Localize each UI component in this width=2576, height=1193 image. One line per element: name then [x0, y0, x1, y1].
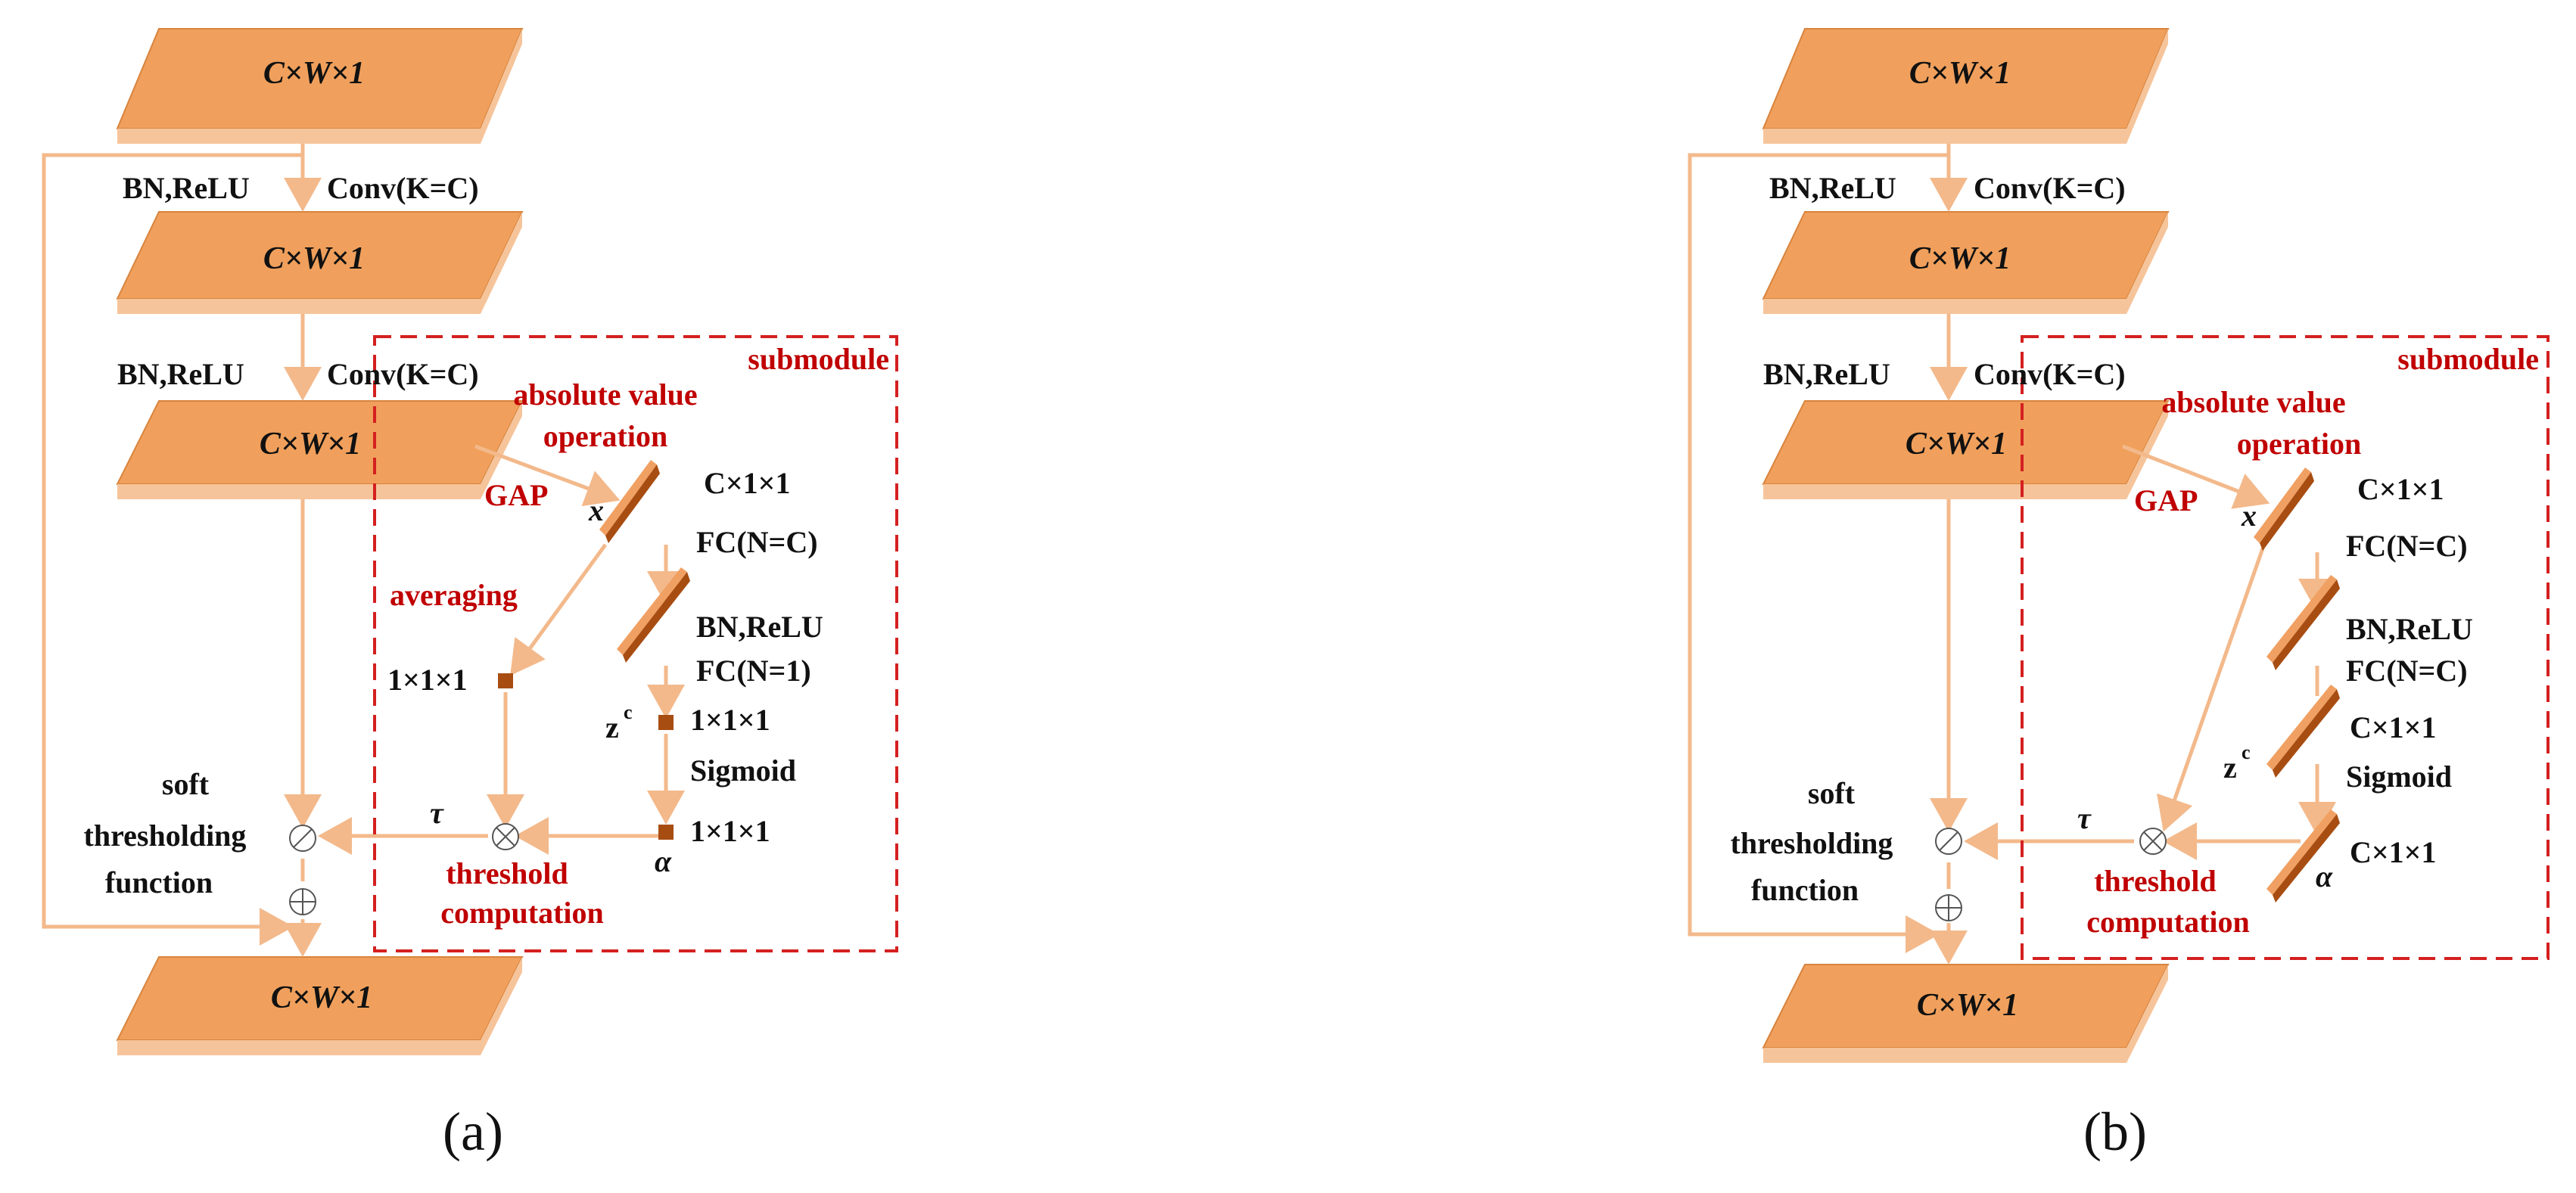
panel-b: C×W×1 C×W×1 C×W×1 C×W×1 [1688, 28, 2550, 1162]
add-operator [289, 888, 316, 915]
bn-relu-label: BN,ReLU [117, 357, 244, 391]
threshold-label: threshold [2094, 864, 2217, 898]
tensor-label: C×W×1 [271, 980, 372, 1015]
sigmoid-label: Sigmoid [2346, 760, 2452, 794]
conv-label: Conv(K=C) [327, 171, 479, 205]
gap-label: GAP [484, 478, 548, 512]
slab-gap [599, 460, 660, 543]
bn-relu-label: BN,ReLU [123, 171, 250, 205]
c11-label: C×1×1 [704, 466, 790, 500]
soft-label: soft [162, 767, 210, 801]
slab-fc1 [2266, 575, 2340, 670]
alpha-size-label: 1×1×1 [690, 814, 770, 848]
tensor-block-conv2: C×W×1 [116, 400, 524, 499]
submodule-box [373, 335, 898, 952]
tensor-label: C×W×1 [1906, 427, 2007, 461]
abs-value-label: absolute value [2161, 385, 2345, 419]
fc2-label: FC(N=1) [696, 654, 811, 688]
submodule-label: submodule [2397, 342, 2539, 376]
bn-relu-label: BN,ReLU [1769, 171, 1896, 205]
computation-label: computation [440, 896, 604, 930]
zc-label: z [2223, 750, 2237, 784]
abs-value-label-2: operation [543, 419, 667, 453]
main-arrows [42, 144, 685, 957]
bn-relu-label: BN,ReLU [2346, 612, 2473, 646]
submodule-label: submodule [748, 342, 889, 376]
zc-label: z [605, 710, 619, 744]
tensor-label: C×W×1 [263, 241, 365, 276]
zc-size-label: C×1×1 [2350, 710, 2436, 744]
caption-b: (b) [2083, 1101, 2147, 1162]
divide-operator [289, 825, 316, 852]
thresholding-label: thresholding [1731, 826, 1893, 860]
averaging-label: averaging [390, 578, 518, 612]
main-arrows [1688, 144, 2336, 965]
submodule-box [2021, 335, 2550, 960]
zc-superscript: c [2242, 741, 2251, 763]
x-symbol: x [2241, 499, 2257, 533]
tensor-label: C×W×1 [260, 427, 361, 461]
panel-a: C×W×1 C×W×1 C×W×1 C×W×1 [42, 28, 898, 1162]
cube-zc [658, 715, 674, 730]
multiply-operator [2139, 828, 2167, 855]
bn-relu-label: BN,ReLU [1763, 357, 1890, 391]
threshold-label: threshold [446, 856, 568, 890]
abs-value-label-2: operation [2237, 427, 2361, 461]
fc2-label: FC(N=C) [2346, 654, 2468, 688]
slab-zc [2266, 685, 2340, 778]
tensor-block-conv2: C×W×1 [1762, 400, 2170, 499]
avg-size-label: 1×1×1 [387, 663, 468, 697]
tensor-label: C×W×1 [1917, 988, 2018, 1023]
alpha-symbol: α [2316, 859, 2333, 893]
zc-superscript: c [624, 701, 633, 723]
tensor-block-output: C×W×1 [1762, 964, 2170, 1063]
tau-symbol: τ [2077, 801, 2092, 835]
conv-label: Conv(K=C) [1974, 171, 2126, 205]
bn-relu-label: BN,ReLU [696, 610, 823, 644]
multiply-operator [492, 823, 519, 850]
sigmoid-label: Sigmoid [690, 753, 796, 788]
gap-label: GAP [2134, 483, 2198, 517]
fc1-label: FC(N=C) [696, 525, 818, 559]
caption-a: (a) [443, 1101, 503, 1162]
abs-value-label: absolute value [513, 377, 697, 412]
tensor-label: C×W×1 [263, 56, 365, 91]
alpha-symbol: α [655, 844, 672, 878]
conv-label: Conv(K=C) [1974, 357, 2126, 391]
tensor-block-input: C×W×1 [116, 28, 524, 144]
fc1-label: FC(N=C) [2346, 529, 2468, 563]
slab-alpha [2266, 809, 2340, 903]
tensor-block-conv1: C×W×1 [116, 211, 524, 314]
c11-label: C×1×1 [2357, 472, 2444, 506]
tensor-block-conv1: C×W×1 [1762, 211, 2170, 314]
function-label: function [1751, 873, 1859, 907]
x-symbol: x [588, 493, 604, 527]
alpha-size-label: C×1×1 [2350, 835, 2436, 869]
tensor-block-input: C×W×1 [1762, 28, 2170, 144]
tau-symbol: τ [430, 796, 444, 830]
cube-avg [498, 673, 513, 688]
slab-gap [2254, 468, 2314, 551]
tensor-label: C×W×1 [1909, 56, 2011, 91]
computation-label: computation [2086, 905, 2250, 939]
cube-alpha [658, 825, 674, 840]
function-label: function [105, 865, 213, 899]
tensor-block-output: C×W×1 [116, 956, 524, 1055]
soft-label: soft [1808, 776, 1856, 810]
slab-fc1 [617, 567, 690, 663]
thresholding-label: thresholding [84, 819, 247, 853]
zc-size-label: 1×1×1 [690, 703, 770, 737]
divide-operator [1935, 828, 1962, 855]
tensor-label: C×W×1 [1909, 241, 2011, 276]
conv-label: Conv(K=C) [327, 357, 479, 391]
add-operator [1935, 894, 1962, 921]
